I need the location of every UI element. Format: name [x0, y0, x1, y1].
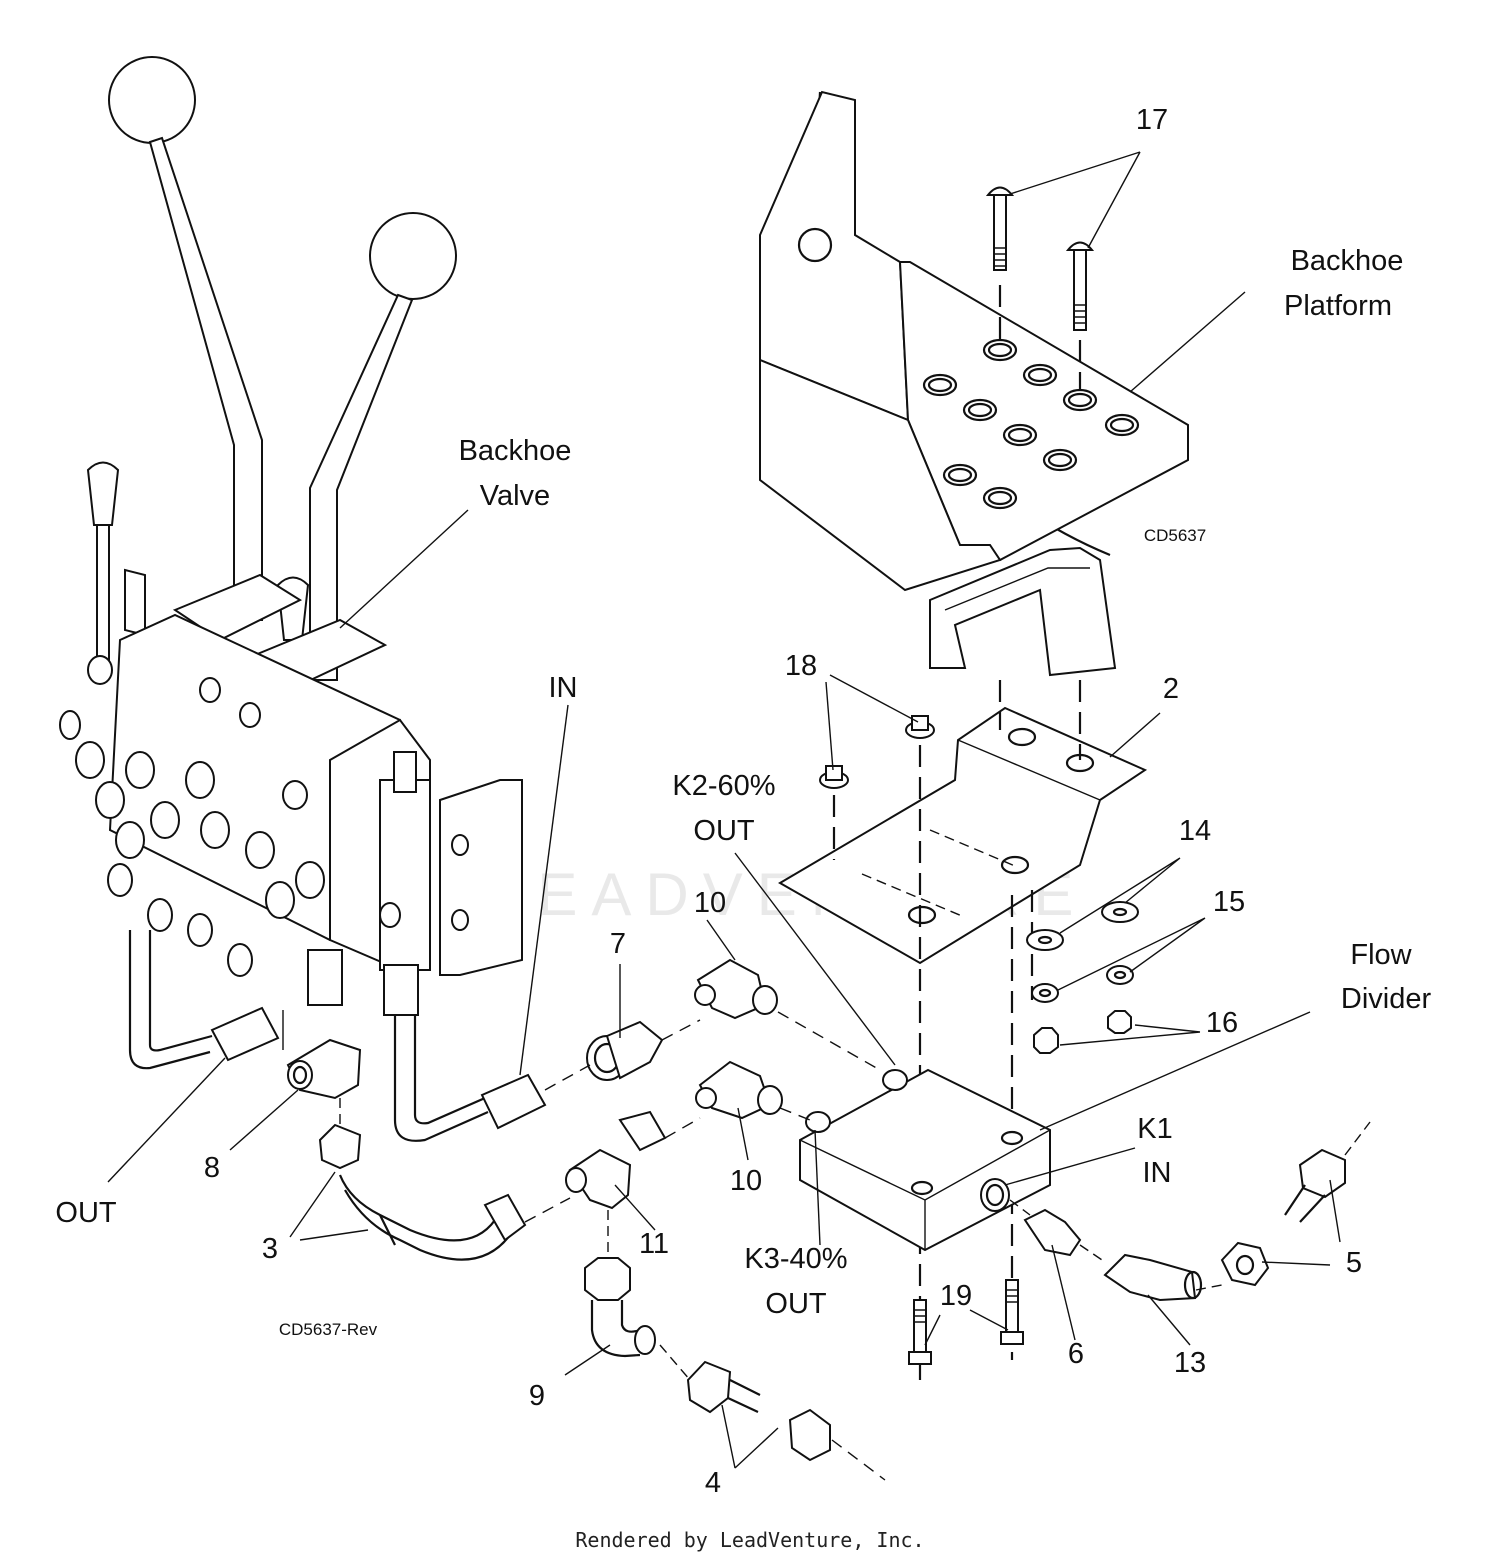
label-backhoe-valve-line2: Valve [480, 480, 550, 512]
label-out: OUT [55, 1197, 117, 1229]
flange-nuts-18 [819, 715, 935, 789]
flow-path-dashes [282, 1010, 1371, 1481]
callout-3: 3 [262, 1233, 278, 1265]
callout-10-upper: 10 [694, 887, 726, 919]
label-k2-line1: K2-60% [672, 770, 775, 802]
label-in: IN [549, 672, 578, 704]
fittings-5-6-13 [1023, 1148, 1346, 1302]
figure-code-top: CD5637 [1144, 526, 1206, 545]
valve-fittings [59, 655, 469, 977]
label-k2-line2: OUT [693, 815, 755, 847]
callout-17: 17 [1136, 104, 1168, 136]
label-backhoe-platform-line1: Backhoe [1291, 245, 1404, 277]
label-flow-divider-line2: Divider [1341, 983, 1432, 1015]
mounting-bracket-2 [778, 706, 1148, 965]
label-backhoe-platform-line2: Platform [1284, 290, 1392, 322]
leader-lines [107, 151, 1341, 1469]
callout-14: 14 [1179, 815, 1211, 847]
label-k3-line1: K3-40% [744, 1243, 847, 1275]
platform-holes [922, 338, 1140, 510]
callout-5: 5 [1346, 1247, 1362, 1279]
label-flow-divider-line1: Flow [1350, 939, 1412, 971]
callout-9: 9 [529, 1380, 545, 1412]
callout-11: 11 [639, 1228, 669, 1260]
callout-18: 18 [785, 650, 817, 682]
callout-2: 2 [1163, 673, 1179, 705]
elbow-9-hose-4 [584, 1257, 831, 1462]
callout-8: 8 [204, 1152, 220, 1184]
callout-16: 16 [1206, 1007, 1238, 1039]
footer-credit: Rendered by LeadVenture, Inc. [575, 1528, 925, 1552]
figure-code-bottom: CD5637-Rev [279, 1320, 378, 1339]
callout-4: 4 [705, 1467, 721, 1499]
label-k3-line2: OUT [765, 1288, 827, 1320]
callout-19: 19 [940, 1280, 972, 1312]
label-k1-line2: IN [1143, 1157, 1172, 1189]
callout-numbers: 2 3 4 5 6 7 8 9 10 10 11 13 14 15 16 17 … [204, 104, 1362, 1499]
flow-divider-block [799, 1068, 1051, 1252]
bolts-19 [908, 1279, 1024, 1365]
hose-3 [318, 1123, 527, 1261]
backhoe-valve-drawing [59, 56, 547, 1142]
carriage-bolts-17 [985, 186, 1095, 390]
callout-10-lower: 10 [730, 1165, 762, 1197]
labels: Backhoe Valve Backhoe Platform Flow Divi… [55, 245, 1431, 1320]
callout-6: 6 [1068, 1338, 1084, 1370]
fittings-7-8-10-11 [286, 958, 783, 1210]
callout-7: 7 [610, 928, 626, 960]
backhoe-platform-drawing [759, 90, 1189, 677]
washers-nuts-14-15-16 [1026, 901, 1139, 1054]
callout-13: 13 [1174, 1347, 1206, 1379]
label-backhoe-valve-line1: Backhoe [459, 435, 572, 467]
label-k1-line1: K1 [1137, 1113, 1172, 1145]
callout-15: 15 [1213, 886, 1245, 918]
